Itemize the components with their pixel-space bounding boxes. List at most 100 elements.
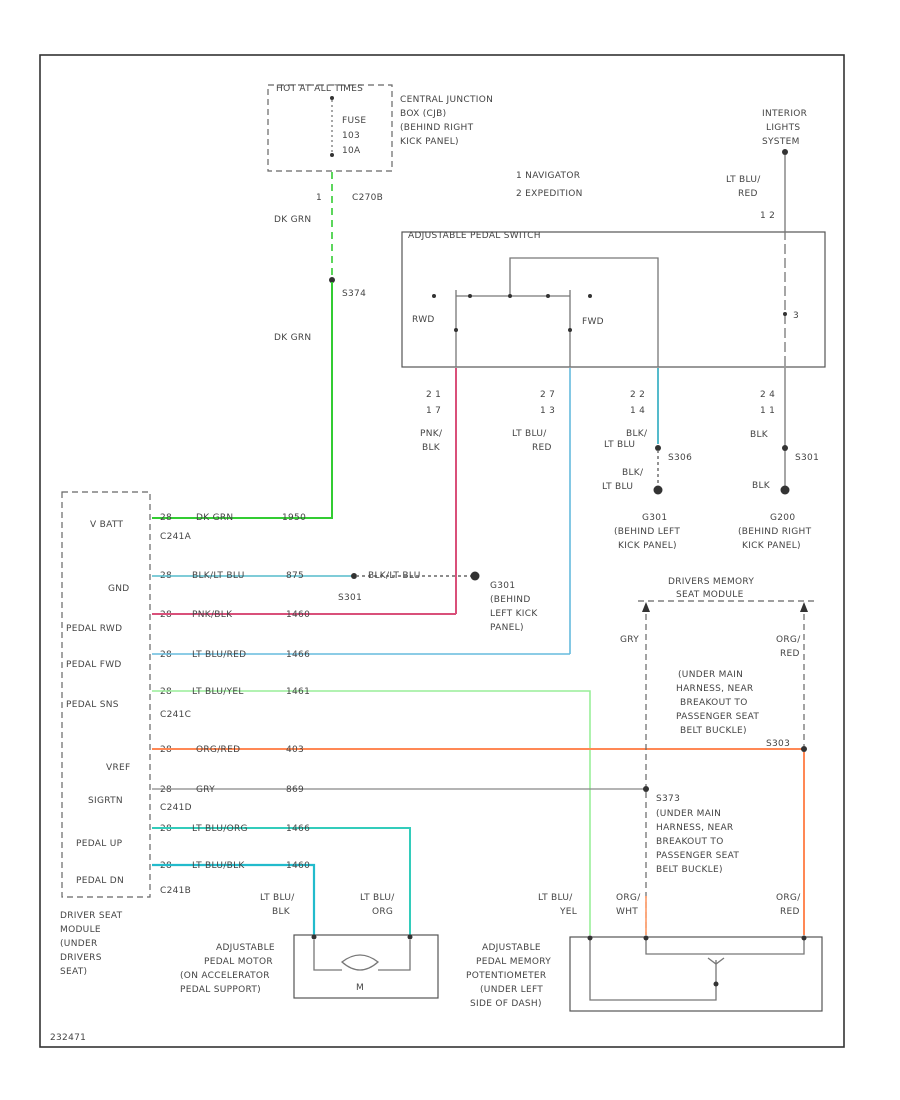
hot-at-all-times-label: HOT AT ALL TIMES — [276, 84, 363, 94]
splice-s301-mid — [351, 573, 357, 579]
gry-left-label: GRY — [620, 635, 639, 645]
rwd-label: RWD — [412, 315, 435, 325]
pot-terminal-3 — [801, 935, 807, 941]
fwd-label: FWD — [582, 317, 604, 327]
pins-1-4: 1 4 — [630, 406, 645, 416]
switch-contact-1 — [432, 294, 436, 298]
vref-circuit: 403 — [286, 745, 304, 755]
s370-line3: BREAKOUT TO — [680, 698, 748, 708]
switch-pin-3 — [783, 312, 787, 316]
fuse-number: 103 — [342, 131, 360, 141]
pot-line2: PEDAL MEMORY — [476, 957, 551, 967]
g301-mid-line2: (BEHIND — [490, 595, 531, 605]
c270b-label: C270B — [352, 193, 383, 203]
memory-module-line1: DRIVERS MEMORY — [668, 577, 754, 587]
gnd-wire-color-2: BLK/LT BLU — [368, 571, 421, 581]
g200-line3: KICK PANEL) — [742, 541, 801, 551]
pedal-dn-wire — [152, 863, 316, 935]
dk-grn-wire-lower — [152, 282, 333, 519]
s373-line3: BREAKOUT TO — [656, 837, 724, 847]
org-wht-label-1: ORG/ — [616, 893, 641, 903]
motor-line1: ADJUSTABLE — [216, 943, 275, 953]
potentiometer-wiper-dot — [713, 981, 719, 987]
driver-seat-module — [61, 491, 151, 898]
pot-line3: POTENTIOMETER — [466, 971, 546, 981]
rwd-circuit: 1460 — [286, 610, 310, 620]
pedal-sns-wire — [152, 690, 591, 935]
interior-lights-line2: LIGHTS — [766, 123, 800, 133]
blk-lt-blu-2a: BLK/ — [622, 468, 644, 478]
s370-line2: HARNESS, NEAR — [676, 684, 753, 694]
pins-2-7: 2 7 — [540, 390, 555, 400]
g301-line2: (BEHIND LEFT — [614, 527, 680, 537]
potentiometer-internal-wiring — [589, 940, 805, 1001]
g301-mid-line4: PANEL) — [490, 623, 524, 633]
c241a-label: C241A — [160, 532, 192, 542]
dsm-line1: DRIVER SEAT — [60, 911, 123, 921]
pot-line1: ADJUSTABLE — [482, 943, 541, 953]
motor-internal-wiring — [313, 940, 411, 971]
memory-module-left-terminal — [642, 602, 650, 612]
org-red-label-1: ORG/ — [776, 635, 801, 645]
motor-line3: (ON ACCELERATOR — [180, 971, 270, 981]
splice-s306 — [655, 445, 661, 451]
splice-s303 — [801, 746, 807, 752]
cjb-label-line3: (BEHIND RIGHT — [400, 123, 474, 133]
pin-num-sig: 28 — [160, 785, 172, 795]
potentiometer-wiper — [707, 957, 725, 965]
pin-pedal-sns-label: PEDAL SNS — [66, 700, 119, 710]
pins-1-7: 1 7 — [426, 406, 441, 416]
gnd-wire-color: BLK/LT BLU — [192, 571, 245, 581]
s373-line5: BELT BUCKLE) — [656, 865, 723, 875]
ground-g200 — [780, 485, 790, 495]
fwd-circuit: 1466 — [286, 650, 310, 660]
g200-line1: G200 — [770, 513, 795, 523]
pins-1-3: 1 3 — [540, 406, 555, 416]
fuse-bottom-terminal — [330, 153, 334, 157]
org-red-label-2: RED — [780, 649, 800, 659]
lt-blu-red-top-line2: RED — [738, 189, 758, 199]
org-red-b-label-2: RED — [780, 907, 800, 917]
vref-wire-color: ORG/RED — [196, 745, 240, 755]
sns-circuit: 1461 — [286, 687, 310, 697]
pin-gnd-label: GND — [108, 584, 130, 594]
cjb-label-line1: CENTRAL JUNCTION — [400, 95, 493, 105]
lt-blu-red-mid-line1: LT BLU/ — [512, 429, 547, 439]
blk-right-label: BLK — [750, 430, 769, 440]
lt-blu-yel-label-2: YEL — [559, 907, 577, 917]
blk-lt-blu-1b: LT BLU — [604, 440, 635, 450]
up-wire-color: LT BLU/ORG — [192, 824, 248, 834]
s370-line5: BELT BUCKLE) — [680, 726, 747, 736]
pin-vbatt-label: V BATT — [90, 520, 123, 530]
adjustable-pedal-motor — [293, 934, 439, 999]
dsm-line5: SEAT) — [60, 967, 87, 977]
fwd-wire-color: LT BLU/RED — [192, 650, 246, 660]
c241b-label: C241B — [160, 886, 191, 896]
sig-wire-color: GRY — [196, 785, 215, 795]
interior-lights-terminal — [782, 149, 788, 155]
figure-id: 232471 — [50, 1033, 86, 1043]
c270b-pin: 1 — [316, 193, 322, 203]
adjustable-pedal-memory-potentiometer — [569, 936, 823, 1012]
memory-module-right-terminal — [800, 602, 808, 612]
lt-blu-org-label-1: LT BLU/ — [360, 893, 395, 903]
splice-s301-right — [782, 445, 788, 451]
pins-1-1: 1 1 — [760, 406, 775, 416]
fwd-contact — [568, 328, 572, 332]
s373-line2: HARNESS, NEAR — [656, 823, 733, 833]
lt-blu-red-top-line1: LT BLU/ — [726, 175, 761, 185]
motor-line4: PEDAL SUPPORT) — [180, 985, 261, 995]
pot-terminal-2 — [643, 935, 649, 941]
pin-pedal-rwd-label: PEDAL RWD — [66, 624, 122, 634]
switch-contact-5 — [588, 294, 592, 298]
dsm-line4: DRIVERS — [60, 953, 102, 963]
blk-right-label2: BLK — [752, 481, 771, 491]
motor-terminal-1 — [311, 934, 317, 940]
dn-circuit: 1460 — [286, 861, 310, 871]
pot-line4: (UNDER LEFT — [480, 985, 543, 995]
switch-pin-3-label: 3 — [793, 311, 799, 321]
motor-terminal-2 — [407, 934, 413, 940]
s373-line1: (UNDER MAIN — [656, 809, 721, 819]
g301-line3: KICK PANEL) — [618, 541, 677, 551]
